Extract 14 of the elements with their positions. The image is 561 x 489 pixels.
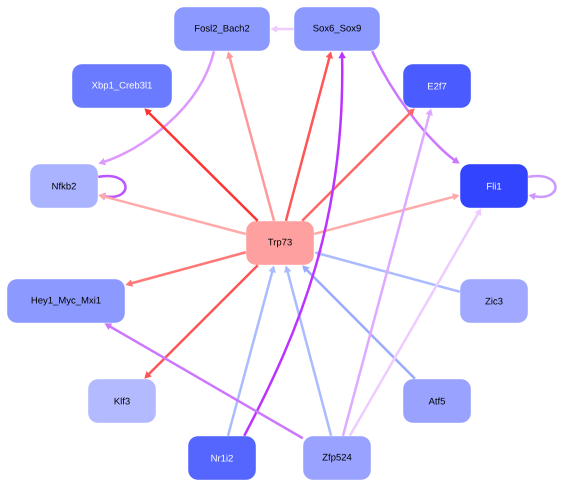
gene-box: Nfkb2 [30,164,98,208]
gene-box: Zic3 [460,278,528,324]
gene-box: Fosl2_Bach2 [174,6,270,52]
gene-box: Nr1i2 [188,436,256,480]
gene-box: E2f7 [402,64,472,108]
gene-box: Xbp1_Creb3l1 [72,64,172,108]
arrow [528,174,557,200]
gene-box: Trp73 [246,220,314,266]
gene-box: Klf3 [88,378,156,424]
gene-box: Hey1_Myc_Mxi1 [6,278,126,324]
gene-box: Zfp524 [302,436,372,480]
gene-box: Fli1 [460,164,528,208]
gene-box: Atf5 [402,378,472,424]
gene-box: Sox6_Sox9 [294,6,380,52]
